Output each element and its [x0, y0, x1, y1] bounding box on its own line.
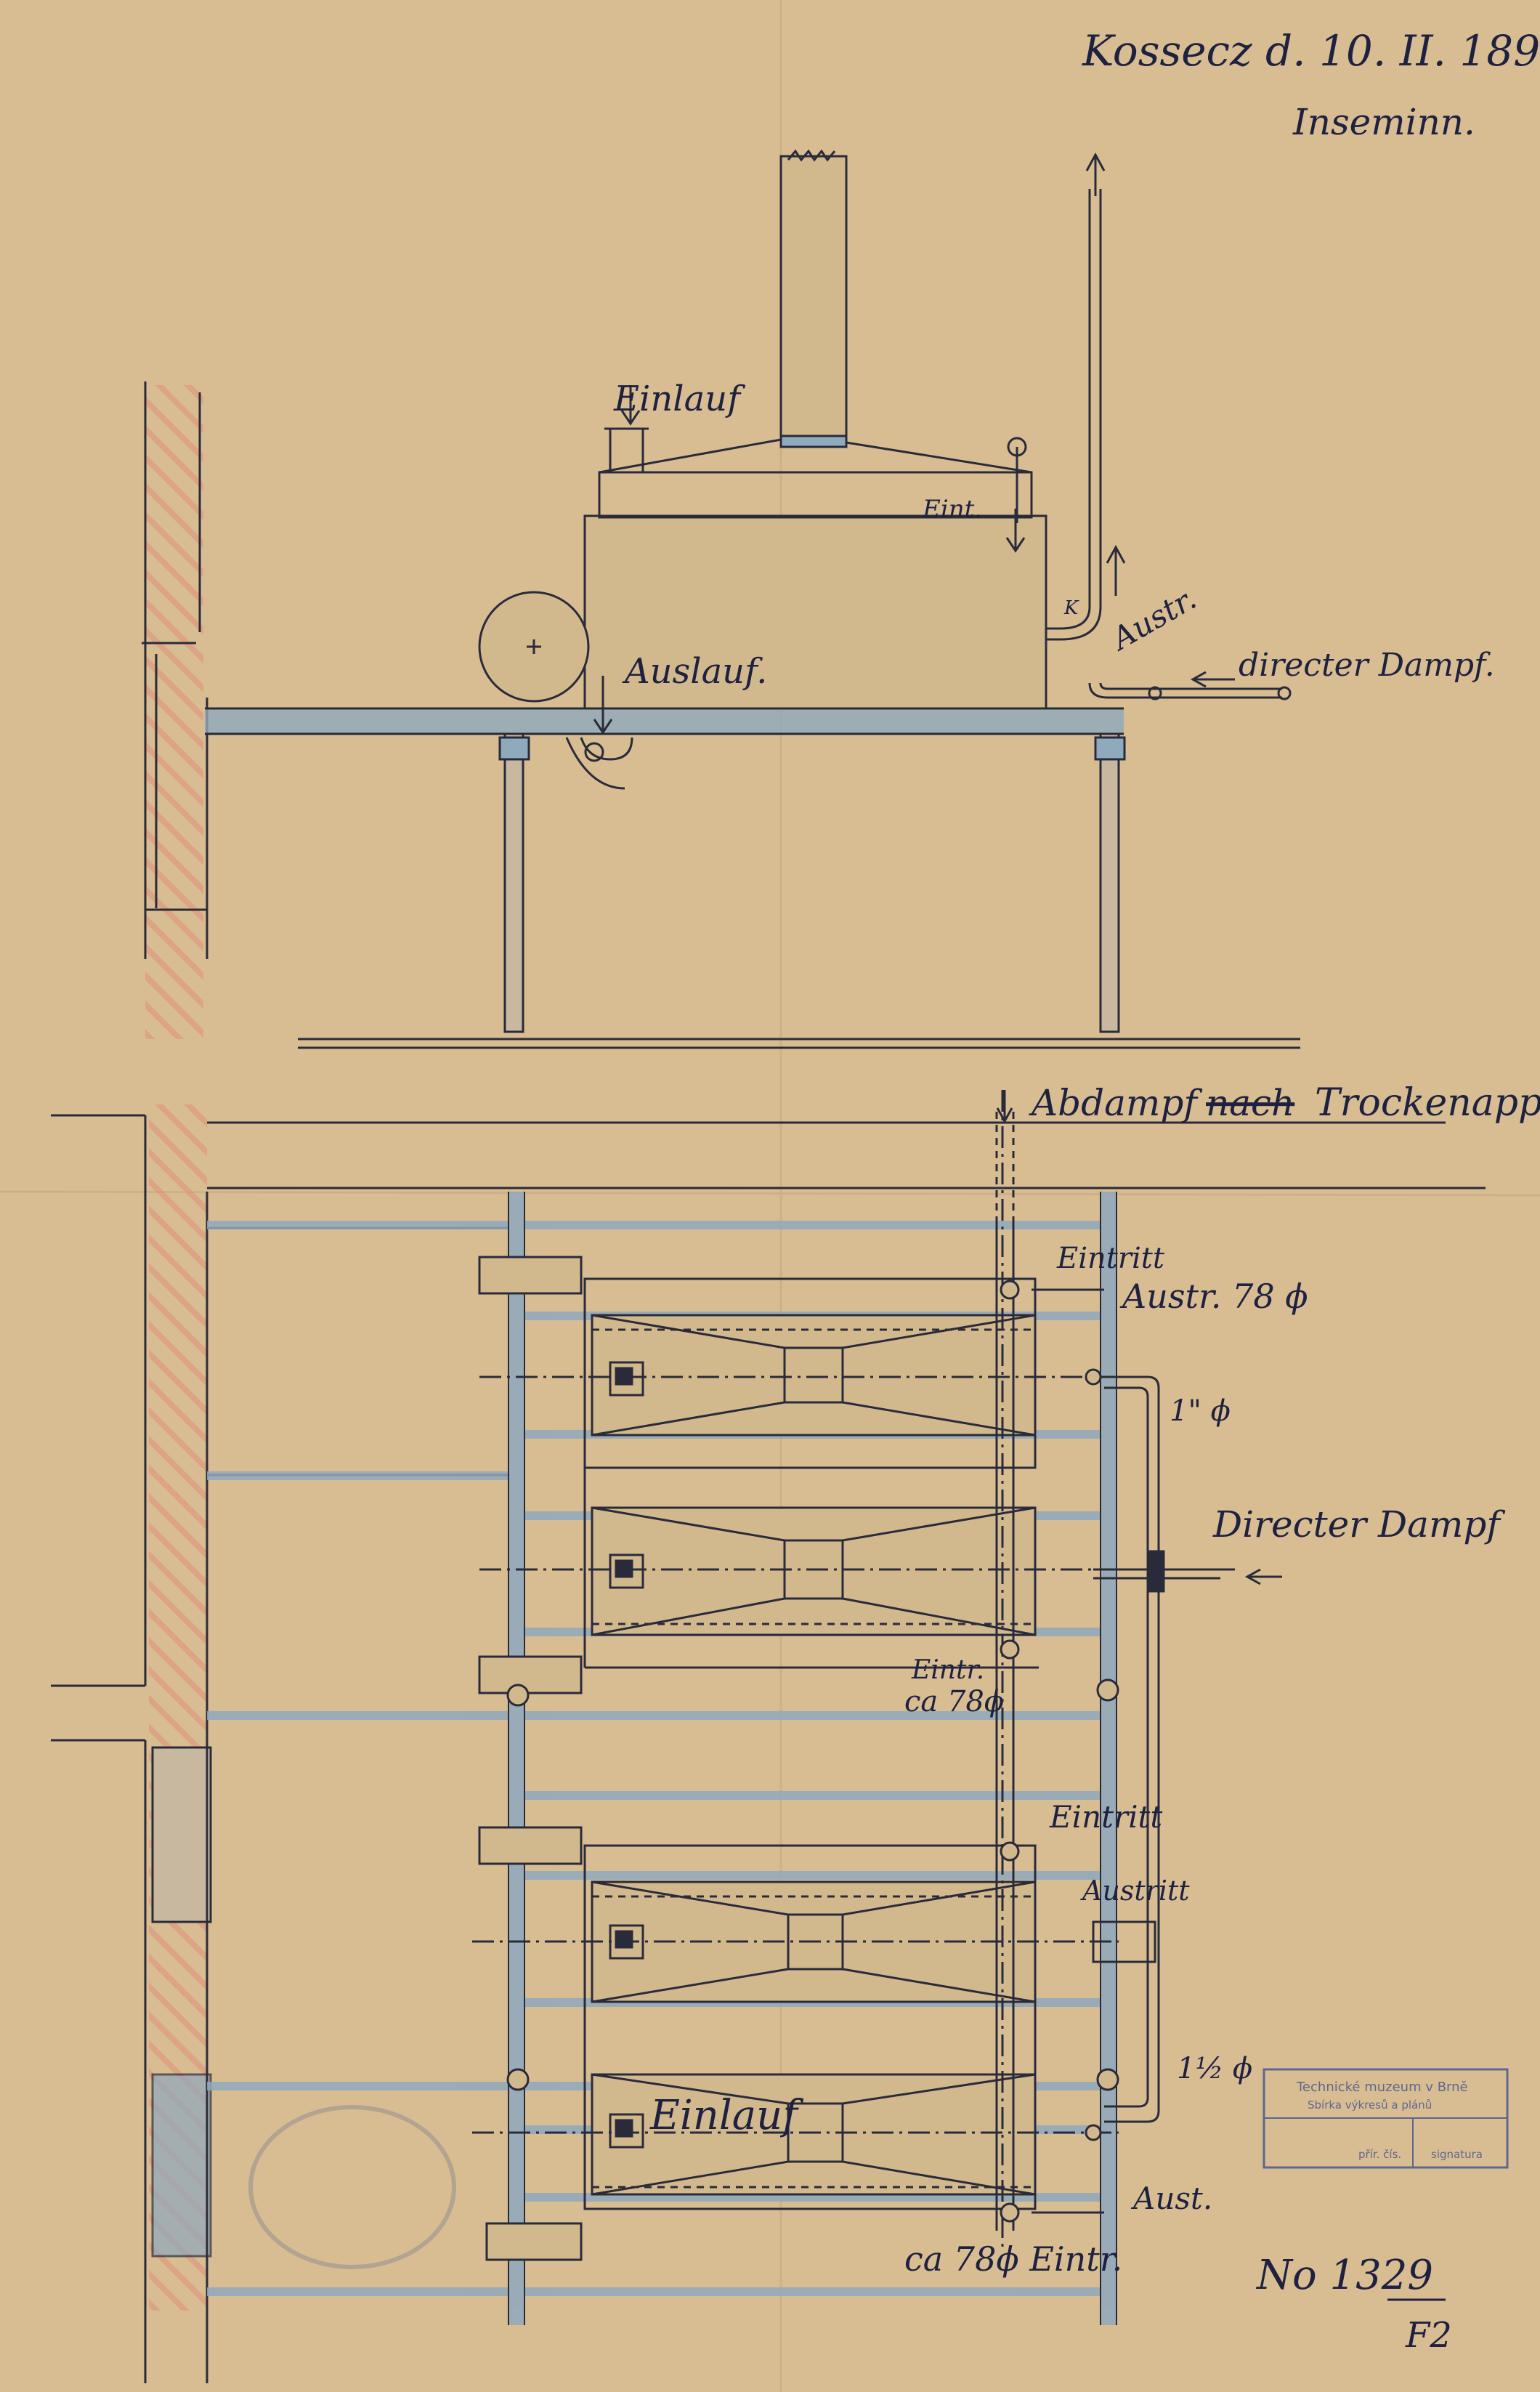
inventory-sheet: F2: [1405, 2315, 1452, 2356]
inventory-number: No 1329: [1255, 2252, 1433, 2299]
label-exit-4: Aust.: [1130, 2181, 1212, 2216]
label-entry-4: ca 78ϕ Eintr.: [904, 2239, 1122, 2279]
support-columns: [298, 732, 1300, 1049]
flow-arrows-elevation: [593, 152, 1235, 735]
label-entry-2-line1: Eintr.: [911, 1655, 984, 1685]
stamp-field-signature: signatura: [1431, 2148, 1483, 2161]
label-inlet-top: Einlauf: [613, 379, 745, 419]
label-direct-steam: directer Dampf.: [1239, 647, 1495, 684]
drying-trays-plan: [472, 1090, 1119, 2252]
label-exhaust-struck: nach: [1206, 1082, 1294, 1124]
floor-beam: [205, 707, 1124, 735]
label-inlet-small: Eint.: [922, 495, 982, 524]
steam-piping-plan: [1032, 1288, 1282, 2214]
label-exhaust-destination: Trockenapp.: [1315, 1081, 1540, 1125]
label-exit-1: Austr. 78 ϕ: [1119, 1277, 1308, 1316]
label-exit-3: Austritt: [1080, 1875, 1190, 1907]
label-entry-1: Eintritt: [1056, 1242, 1165, 1275]
label-direct-steam-plan: Directer Dampf: [1212, 1503, 1505, 1545]
wall-section-plan: [51, 1104, 1486, 2383]
boiler-tank: [478, 149, 1292, 790]
header-author: Inseminn.: [1292, 101, 1475, 143]
label-pipe-1: 1" ϕ: [1170, 1394, 1231, 1428]
label-exit: Austr.: [1103, 581, 1202, 658]
label-entry-3: Eintritt: [1049, 1799, 1162, 1835]
wall-blocks-plan: [478, 1256, 1119, 2261]
label-inlet-plan: Einlauf: [649, 2092, 804, 2139]
label-entry-2-line2: ca 78ϕ: [904, 1685, 1004, 1718]
stamp-line-2: Sbírka výkresů a plánů: [1308, 2098, 1432, 2112]
museum-stamp: Technické muzeum v Brně Sbírka výkresů a…: [1263, 2068, 1509, 2169]
header-date: Kossecz d. 10. II. 1897: [1082, 26, 1540, 76]
wall-section-elevation: [142, 381, 208, 1039]
stamp-line-1: Technické muzeum v Brně: [1296, 2080, 1468, 2095]
stamp-field-number: přír. čís.: [1358, 2148, 1401, 2161]
label-k: K: [1063, 597, 1079, 619]
label-exhaust: Abdampf: [1029, 1082, 1202, 1124]
round-stamp: [248, 2105, 456, 2269]
label-pipe-2: 1½ ϕ: [1177, 2052, 1252, 2085]
label-outlet: Auslauf.: [622, 651, 767, 692]
